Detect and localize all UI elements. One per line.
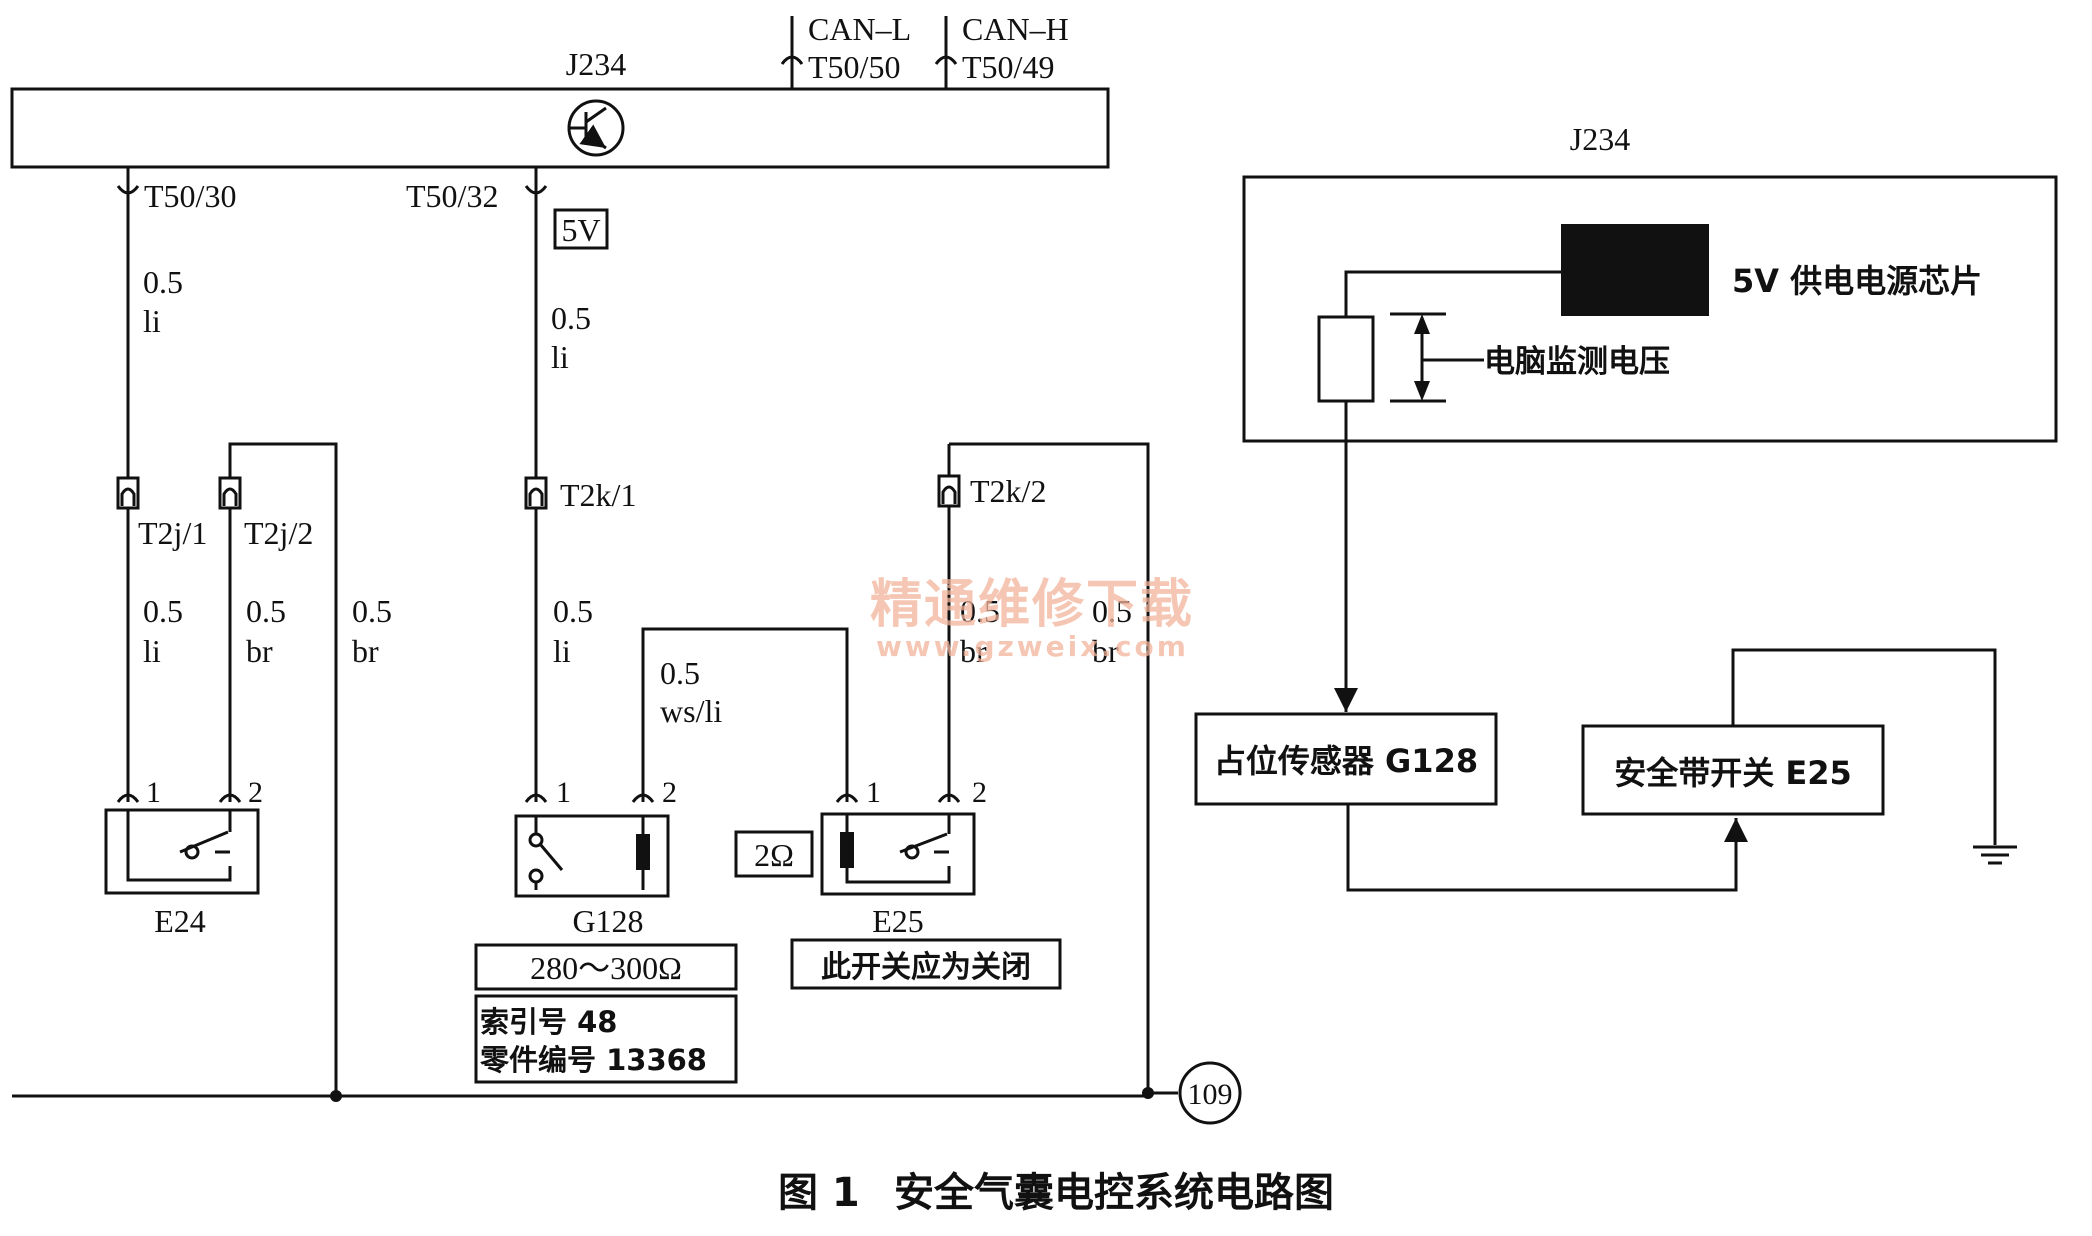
transistor-icon [567, 99, 625, 157]
wire-color: br [960, 633, 987, 669]
junction-dot [1142, 1087, 1154, 1099]
e25-note: 此开关应为关闭 [821, 950, 1031, 985]
ground-point-label: 109 [1188, 1078, 1233, 1111]
wire-color: br [246, 633, 273, 669]
sense-resistor [1317, 315, 1375, 403]
connector-t2k-2: T2k/2 [970, 473, 1046, 509]
wire-gauge: 0.5 [1092, 593, 1132, 629]
connector-t2k-1: T2k/1 [560, 477, 636, 513]
e25-note-box [790, 938, 1062, 990]
voltage-monitor-label: 电脑监测电压 [1484, 344, 1670, 380]
g128-range: 280～300Ω [530, 950, 682, 986]
wire-color: li [143, 303, 161, 339]
wire-color: li [551, 339, 569, 375]
pin-arrow-icon [524, 793, 548, 803]
pin-arrow-icon [116, 793, 140, 803]
wire-gauge: 0.5 [960, 593, 1000, 629]
pin-arrow-icon [631, 793, 655, 803]
ground-point-circle [1178, 1061, 1242, 1125]
figure-title: 安全气囊电控系统电路图 [894, 1170, 1334, 1216]
seatbelt-switch-icon [840, 814, 951, 884]
power-chip [1561, 224, 1709, 316]
wire-color: br [352, 633, 379, 669]
voltage-monitor-indicator [1390, 312, 1484, 403]
g128-info-box [474, 994, 738, 1084]
seatbelt-switch-label: 安全带开关 E25 [1614, 754, 1852, 792]
wire-gauge: 0.5 [551, 300, 591, 336]
wire-gauge: 0.5 [352, 593, 392, 629]
connector-t2j-1: T2j/1 [138, 515, 207, 551]
switch-ground-wire [1731, 648, 1997, 845]
wire-color: br [1092, 633, 1119, 669]
g128-label: G128 [572, 903, 643, 939]
wire-gauge: 0.5 [246, 593, 286, 629]
control-unit-j234 [10, 87, 1110, 169]
watermark-url: www.gzweix.com [876, 630, 1189, 663]
wire-color: li [143, 633, 161, 669]
component-g128 [514, 814, 670, 898]
pin-arrow-icon [780, 55, 804, 65]
can-l-pin: T50/50 [808, 49, 900, 85]
component-e24 [104, 808, 260, 895]
voltage-label: 5V [561, 212, 600, 248]
junction-dot [330, 1090, 342, 1102]
pin-arrow-icon [937, 793, 961, 803]
ground-icon [1973, 845, 2017, 865]
e25-label: E25 [872, 903, 924, 939]
wire-gauge: 0.5 [660, 655, 700, 691]
resistance-label: 2Ω [754, 837, 794, 873]
g128-pin-1: 1 [556, 776, 571, 809]
occupancy-sensor-block [1194, 712, 1498, 806]
g128-part-number: 零件编号 13368 [480, 1043, 707, 1077]
g128-range-box [474, 943, 738, 991]
can-l-label: CAN–L [808, 11, 911, 47]
pin-arrow-icon [218, 793, 242, 803]
pin-t50-30: T50/30 [144, 178, 236, 214]
voltage-box [553, 208, 609, 250]
occupancy-sensor-label: 占位传感器 G128 [1214, 742, 1478, 780]
can-h-pin: T50/49 [962, 49, 1054, 85]
connector-icon [116, 476, 140, 510]
connector-icon [218, 476, 242, 510]
wire-gauge: 0.5 [143, 264, 183, 300]
e24-label: E24 [154, 903, 206, 939]
e25-pin-1: 1 [866, 776, 881, 809]
wire-color: li [553, 633, 571, 669]
component-e25 [820, 812, 976, 896]
chip-wire [1344, 270, 1561, 317]
right-module-label-j234: J234 [1570, 121, 1630, 157]
module-label-j234: J234 [566, 46, 626, 82]
wire-labels: 0.5 li 0.5 li 0.5 li 0.5 br 0.5 br 0.5 l… [143, 264, 1132, 729]
wire-gauge: 0.5 [553, 593, 593, 629]
wire-gauge: 0.5 [143, 593, 183, 629]
resistance-box [734, 830, 814, 878]
figure-number: 图 1 [778, 1170, 860, 1216]
pin-arrow-icon [835, 793, 859, 803]
j234-block [1242, 175, 2058, 443]
occupancy-switch-icon [528, 816, 650, 890]
pin-t50-32: T50/32 [406, 178, 498, 214]
e24-pin-2: 2 [248, 776, 263, 809]
power-chip-label: 5V 供电电源芯片 [1732, 262, 1982, 300]
e24-pin-1: 1 [146, 776, 161, 809]
can-h-label: CAN–H [962, 11, 1069, 47]
connector-t2j-2: T2j/2 [244, 515, 313, 551]
pin-arrow-icon [934, 55, 958, 65]
g128-pin-2: 2 [662, 776, 677, 809]
wire-color: ws/li [660, 693, 722, 729]
connector-icon [937, 474, 961, 508]
watermark-text: 精通维修下载 [870, 575, 1194, 635]
seat-switch-icon [126, 810, 232, 882]
connector-icon [524, 476, 548, 510]
e25-pin-2: 2 [972, 776, 987, 809]
g128-index-number: 索引号 48 [480, 1005, 617, 1039]
sensor-to-switch-wire [1346, 804, 1748, 892]
